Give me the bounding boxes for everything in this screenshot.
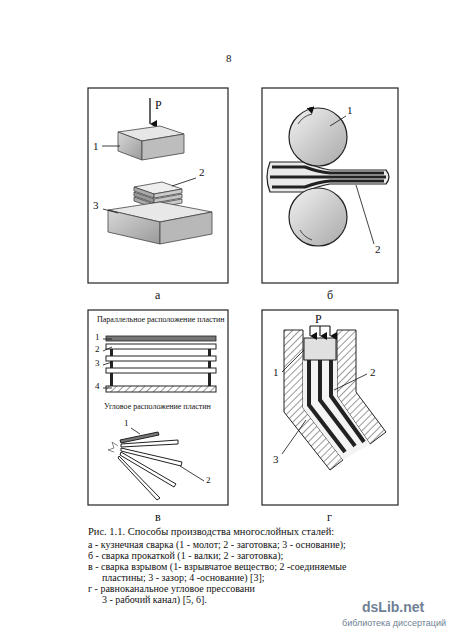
caption-line: б - сварка прокаткой (1 - валки; 2 - заг… — [88, 550, 283, 561]
figure-caption: Рис. 1.1. Способы производства многослой… — [88, 526, 334, 538]
callout-number: 2 — [95, 345, 100, 355]
callout-number: 1 — [95, 333, 100, 343]
callout-number: 2 — [199, 166, 205, 178]
callout-number: 2 — [375, 243, 381, 255]
section-heading: Параллельное расположение пластин — [97, 316, 225, 325]
callout-number: 1 — [347, 104, 353, 116]
callout-number: 1 — [93, 140, 99, 152]
callout-number: 1 — [273, 366, 279, 378]
forge-welding — [102, 98, 212, 244]
callout-number: 2 — [370, 366, 376, 378]
caption-line: а - кузнечная сварка (1 - молот; 2 - заг… — [88, 539, 346, 550]
callout-number: 4 — [95, 382, 100, 392]
page-number: 8 — [226, 52, 232, 64]
panel-letter: б — [327, 289, 333, 302]
panel-letter: в — [155, 511, 161, 524]
section-heading: Угловое расположение пластин — [104, 403, 211, 412]
ecap-die — [282, 326, 386, 470]
roll-welding — [267, 108, 389, 246]
caption-line: 3 - рабочий канал) [5, 6]. — [102, 594, 207, 605]
explosion-welding — [103, 336, 216, 500]
callout-number: 3 — [273, 453, 279, 465]
watermark: dsLib.net — [362, 600, 424, 615]
panel-frame — [262, 88, 398, 283]
callout-number: 2 — [206, 476, 211, 486]
caption-line: в - сварка взрывом (1- взрывчатое вещест… — [88, 561, 347, 572]
force-label: P — [315, 313, 322, 326]
panel-frame — [88, 310, 228, 505]
caption-line: г - равноканальное угловое прессовани — [88, 583, 255, 594]
panel-frame — [262, 310, 398, 505]
force-label: P — [155, 99, 162, 112]
watermark: библиотека диссертаций — [342, 619, 446, 629]
callout-number: 1 — [124, 419, 129, 429]
panel-letter: а — [155, 289, 160, 302]
caption-line: пластины; 3 - зазор; 4 -основание) [3]; — [102, 572, 265, 583]
callout-number: 3 — [95, 359, 100, 369]
callout-number: 3 — [93, 199, 99, 211]
panel-letter: г — [327, 511, 332, 524]
panel-frame — [88, 88, 228, 283]
